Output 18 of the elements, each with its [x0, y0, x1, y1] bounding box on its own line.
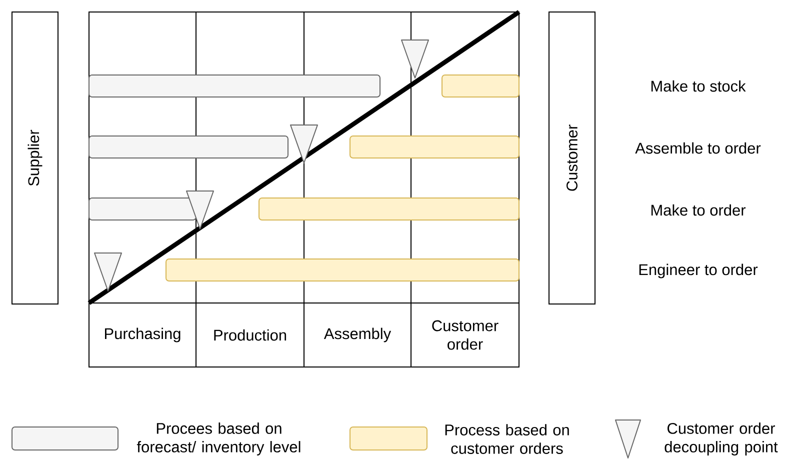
stage-cell: Production	[196, 302, 304, 368]
stage-cell: Customer order	[410, 302, 520, 368]
row-label: Make to stock	[651, 80, 746, 92]
process-bar	[350, 136, 520, 158]
legend-text: Procees based on forecast/ inventory level	[136, 422, 300, 456]
row-label: Engineer to order	[639, 264, 758, 278]
row-label: Assemble to order	[635, 142, 761, 154]
side-box: Supplier	[12, 12, 58, 304]
row-label: Make to order	[651, 204, 746, 216]
process-bar	[258, 198, 520, 220]
legend-text: Customer order decoupling point	[664, 422, 778, 456]
legend-text: Process based on customer orders	[445, 424, 569, 454]
stage-cell: Purchasing	[88, 302, 196, 368]
stage-cell: Assembly	[304, 302, 412, 368]
process-bar	[442, 74, 520, 98]
process-bar	[166, 258, 520, 282]
side-box: Customer	[548, 12, 596, 304]
process-bar	[88, 74, 380, 98]
